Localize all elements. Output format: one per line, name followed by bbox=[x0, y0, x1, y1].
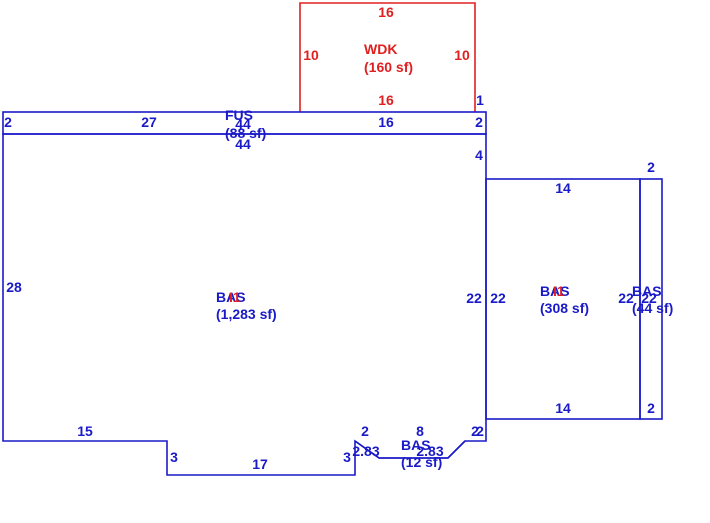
wdk-right-dim: 10 bbox=[454, 47, 470, 63]
fus-corner-dim: 1 bbox=[476, 92, 484, 108]
wdk-bottom-dim: 16 bbox=[378, 92, 394, 108]
main-bottom-left-dim: 15 bbox=[77, 423, 93, 439]
bay-right-dim: 2 bbox=[471, 423, 479, 439]
east-left-dim: 22 bbox=[490, 290, 506, 306]
fus-right-dim: 2 bbox=[475, 114, 483, 130]
main-right-dim: 22 bbox=[466, 290, 482, 306]
wdk-area: (160 sf) bbox=[364, 59, 413, 75]
main-name: BAS bbox=[216, 289, 246, 305]
east-top-dim: 14 bbox=[555, 180, 571, 196]
bay-corner-dim: 2 bbox=[476, 423, 484, 439]
strip-left-dim: 22 bbox=[641, 290, 657, 306]
main-step-up-dim: 3 bbox=[343, 449, 351, 465]
bay-angle-left-dim: 2.83 bbox=[352, 443, 379, 459]
east-right-dim: 22 bbox=[618, 290, 634, 306]
strip-bas-outline bbox=[639, 178, 663, 420]
bay-top-dim: 8 bbox=[416, 423, 424, 439]
strip-top-dim: 2 bbox=[647, 159, 655, 175]
east-name-overlay: I1 bbox=[553, 283, 565, 299]
wdk-outline bbox=[299, 2, 476, 112]
bay-name: BAS bbox=[401, 437, 431, 453]
main-right-top-dim: 4 bbox=[475, 147, 483, 163]
wdk-name: WDK bbox=[364, 41, 397, 57]
fus-top-dim-16: 16 bbox=[378, 114, 394, 130]
wdk-left-dim: 10 bbox=[303, 47, 319, 63]
wdk-top-dim: 16 bbox=[378, 4, 394, 20]
bay-outline bbox=[354, 440, 466, 459]
fus-left-dim: 2 bbox=[4, 114, 12, 130]
main-name-overlay: I1 bbox=[229, 289, 241, 305]
bay-left-dim: 2 bbox=[361, 423, 369, 439]
east-bas-outline bbox=[485, 178, 641, 420]
east-bottom-dim: 14 bbox=[555, 400, 571, 416]
fus-bottom-dim: 44 bbox=[235, 136, 251, 152]
main-step-down-dim: 3 bbox=[170, 449, 178, 465]
bay-area: (12 sf) bbox=[401, 454, 442, 470]
fus-name: FUS bbox=[225, 107, 253, 123]
fus-top-dim-27: 27 bbox=[141, 114, 157, 130]
main-bottom-mid-dim: 17 bbox=[252, 456, 268, 472]
bay-angle-right-dim: 2.83 bbox=[416, 443, 443, 459]
fus-overlap-dim: 44 bbox=[235, 116, 251, 132]
east-area: (308 sf) bbox=[540, 300, 589, 316]
strip-bottom-dim: 2 bbox=[647, 400, 655, 416]
strip-name: BAS bbox=[632, 283, 662, 299]
east-name: BAS bbox=[540, 283, 570, 299]
fus-area: (88 sf) bbox=[225, 125, 266, 141]
main-area: (1,283 sf) bbox=[216, 306, 277, 322]
strip-area: (44 sf) bbox=[632, 300, 673, 316]
main-left-dim: 28 bbox=[6, 279, 22, 295]
